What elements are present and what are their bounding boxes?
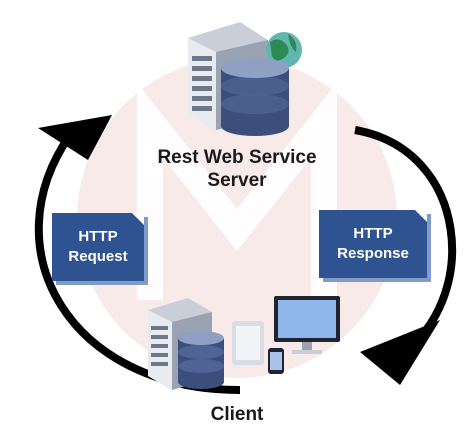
tablet-icon	[232, 321, 264, 365]
response-line2: Response	[337, 245, 409, 262]
http-request-box: HTTP Request	[52, 213, 144, 281]
request-line2: Request	[68, 248, 128, 265]
client-label: Client	[210, 404, 264, 425]
server-label: Rest Web Service Server	[127, 146, 347, 192]
server-label-line2: Server	[207, 170, 267, 191]
http-response-box: HTTP Response	[319, 210, 427, 278]
phone-icon	[268, 348, 284, 374]
response-arrow	[354, 126, 456, 385]
server-label-line1: Rest Web Service	[157, 147, 317, 168]
client-database-icon	[178, 331, 224, 389]
monitor-icon	[274, 296, 340, 354]
response-line1: HTTP	[353, 225, 393, 242]
globe-icon	[266, 32, 302, 68]
database-icon	[221, 58, 289, 136]
request-line1: HTTP	[78, 228, 118, 245]
